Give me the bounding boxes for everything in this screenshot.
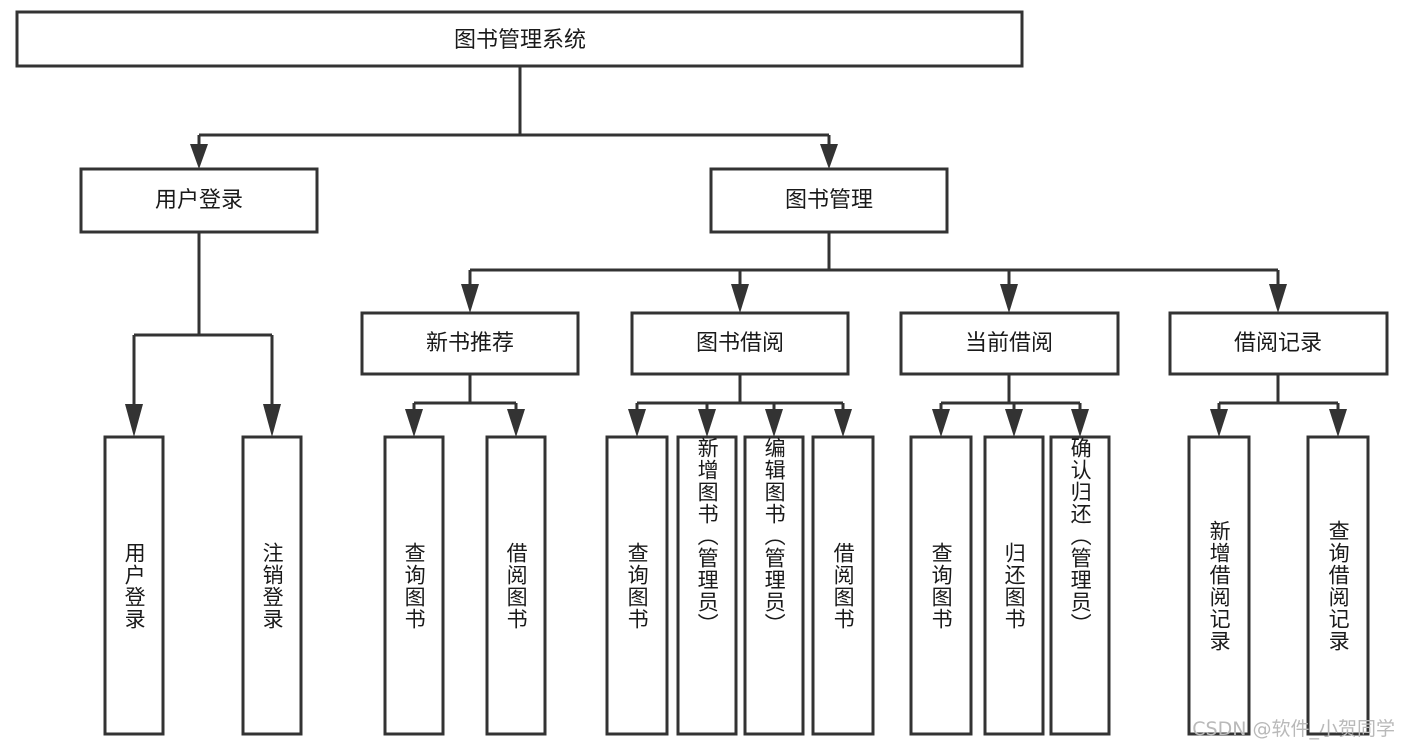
arrow-head-leaf-return-book xyxy=(1005,409,1023,437)
node-book-borrow[interactable] xyxy=(630,311,850,376)
arrow-head-current-borrow xyxy=(1000,284,1018,313)
arrow-head-leaf-borrow-book-1 xyxy=(507,409,525,437)
node-root[interactable] xyxy=(15,10,1024,68)
node-leaf-borrow-book-2[interactable] xyxy=(811,435,875,736)
arrow-head-leaf-edit-book xyxy=(765,409,783,437)
node-user-login-label: 用户登录 xyxy=(155,188,243,213)
node-current-borrow-label: 当前借阅 xyxy=(965,331,1053,356)
arrow-head-to-user-login xyxy=(190,144,208,169)
node-book-borrow-label: 图书借阅 xyxy=(696,331,784,356)
node-leaf-user-logout[interactable] xyxy=(241,435,303,736)
arrow-head-borrow-record xyxy=(1269,284,1287,313)
arrow-head-leaf-query-book-1 xyxy=(405,409,423,437)
connector-layer xyxy=(125,66,1347,437)
arrow-head-book-borrow xyxy=(731,284,749,313)
node-leaf-return-book[interactable] xyxy=(983,435,1045,736)
node-leaf-query-record[interactable] xyxy=(1306,435,1370,736)
csdn-watermark: CSDN @软件_小贺同学 xyxy=(1192,718,1395,740)
arrow-head-new-book-rec xyxy=(461,284,479,313)
arrow-head-leaf-confirm-return xyxy=(1071,409,1089,437)
arrow-head-leaf-add-record xyxy=(1210,409,1228,437)
node-layer: 图书管理系统 用户登录 图书管理 新书推荐 图书借阅 当前借阅 借阅记录 xyxy=(15,10,1389,736)
arrow-head-leaf-query-book-2 xyxy=(628,409,646,437)
node-book-manage-label: 图书管理 xyxy=(785,188,873,213)
node-user-login[interactable] xyxy=(79,167,319,234)
node-current-borrow[interactable] xyxy=(899,311,1120,376)
arrow-head-leaf-query-record xyxy=(1329,409,1347,437)
node-root-label: 图书管理系统 xyxy=(454,28,586,53)
node-leaf-query-book-2[interactable] xyxy=(605,435,669,736)
node-book-manage[interactable] xyxy=(709,167,949,234)
arrow-head-leaf-borrow-book-2 xyxy=(834,409,852,437)
node-borrow-record[interactable] xyxy=(1168,311,1389,376)
arrow-head-to-book-manage xyxy=(820,144,838,169)
node-leaf-confirm-return[interactable] xyxy=(1049,435,1111,736)
node-leaf-borrow-book-1[interactable] xyxy=(485,435,547,736)
node-leaf-query-book-1[interactable] xyxy=(383,435,445,736)
node-leaf-edit-book[interactable] xyxy=(743,435,805,736)
node-leaf-add-record[interactable] xyxy=(1187,435,1251,736)
arrow-head-leaf-add-book xyxy=(698,409,716,437)
node-leaf-query-book-3[interactable] xyxy=(909,435,973,736)
node-leaf-add-book[interactable] xyxy=(676,435,738,736)
node-new-book-rec[interactable] xyxy=(360,311,580,376)
node-new-book-rec-label: 新书推荐 xyxy=(426,331,514,356)
node-leaf-user-login[interactable] xyxy=(103,435,165,736)
node-borrow-record-label: 借阅记录 xyxy=(1234,331,1322,356)
arrow-head-leaf-user-logout xyxy=(263,404,281,437)
arrow-head-leaf-query-book-3 xyxy=(932,409,950,437)
arrow-head-leaf-user-login xyxy=(125,404,143,437)
